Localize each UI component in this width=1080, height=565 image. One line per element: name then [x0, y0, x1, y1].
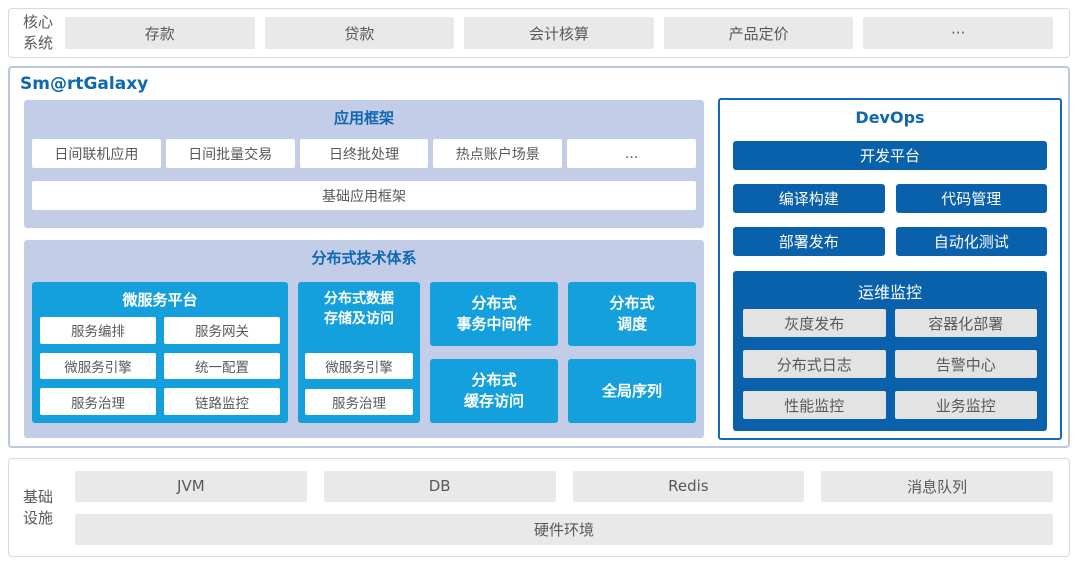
- storage-service-governance: 服务治理: [305, 389, 413, 415]
- cell-line: 事务中间件: [456, 315, 532, 333]
- distributed-data-storage: 分布式数据 存储及访问 微服务引擎 服务治理: [298, 282, 420, 423]
- core-systems-label: 核心系统: [22, 13, 53, 52]
- service-governance: 服务治理: [40, 388, 156, 415]
- smartgalaxy-container: Sm@rtGalaxy 应用框架 日间联机应用 日间批量交易 日终批处理 热点账…: [8, 66, 1070, 448]
- deploy-release: 部署发布: [733, 227, 885, 256]
- ops-monitoring-grid: 灰度发布 容器化部署 分布式日志 告警中心 性能监控 业务监控: [743, 309, 1037, 419]
- dev-platform: 开发平台: [733, 141, 1047, 170]
- distributed-logging: 分布式日志: [743, 350, 886, 378]
- build-compile: 编译构建: [733, 184, 885, 213]
- core-system-loan: 贷款: [264, 17, 455, 49]
- distributed-transaction-middleware: 分布式 事务中间件: [430, 282, 558, 346]
- core-systems-bar: 核心系统 存款 贷款 会计核算 产品定价 ···: [8, 8, 1070, 58]
- infra-hardware-env: 硬件环境: [75, 513, 1053, 545]
- microservice-platform-title: 微服务平台: [122, 291, 198, 309]
- code-management: 代码管理: [895, 184, 1047, 213]
- service-gateway: 服务网关: [164, 317, 280, 344]
- devops-title: DevOps: [855, 108, 925, 127]
- storage-items: 微服务引擎 服务治理: [305, 353, 413, 415]
- distributed-data-storage-title: 分布式数据 存储及访问: [305, 286, 413, 329]
- unified-config: 统一配置: [164, 352, 280, 380]
- gray-release: 灰度发布: [743, 309, 886, 337]
- business-monitoring: 业务监控: [894, 391, 1037, 419]
- distributed-grid: 微服务平台 服务编排 服务网关 微服务引擎 统一配置 服务治理 链路监控 分布式…: [32, 282, 696, 423]
- app-framework-panel: 应用框架 日间联机应用 日间批量交易 日终批处理 热点账户场景 ... 基础应用…: [24, 100, 704, 228]
- performance-monitoring: 性能监控: [743, 391, 886, 419]
- smartgalaxy-title: Sm@rtGalaxy: [20, 74, 149, 94]
- alert-center: 告警中心: [894, 350, 1037, 378]
- app-eod-batch: 日终批处理: [299, 139, 429, 168]
- infra-message-queue: 消息队列: [821, 470, 1053, 502]
- distributed-scheduling: 分布式 调度: [568, 282, 696, 346]
- ops-monitoring-title: 运维监控: [857, 283, 922, 302]
- core-system-deposit: 存款: [65, 17, 255, 49]
- infrastructure-bar: 基础设施 JVM DB Redis 消息队列 硬件环境: [8, 458, 1070, 557]
- app-base-framework: 基础应用框架: [32, 181, 696, 210]
- cell-line: 分布式: [609, 294, 655, 312]
- cell-line: 缓存访问: [463, 392, 524, 410]
- cell-line: 全局序列: [601, 381, 662, 400]
- infra-db: DB: [323, 470, 556, 502]
- app-hot-account: 热点账户场景: [433, 139, 563, 168]
- cell-line: 分布式: [471, 294, 517, 312]
- microservice-platform: 微服务平台 服务编排 服务网关 微服务引擎 统一配置 服务治理 链路监控: [32, 282, 288, 423]
- app-framework-title: 应用框架: [333, 109, 394, 127]
- infrastructure-label: 基础设施: [22, 487, 53, 527]
- automated-testing: 自动化测试: [895, 227, 1047, 256]
- cell-line: 分布式: [471, 371, 517, 389]
- infra-redis: Redis: [572, 470, 805, 502]
- app-more: ...: [567, 139, 696, 168]
- distributed-title: 分布式技术体系: [311, 249, 417, 267]
- storage-title-line1: 分布式数据: [324, 291, 394, 307]
- distributed-panel: 分布式技术体系 微服务平台 服务编排 服务网关 微服务引擎 统一配置 服务治理 …: [24, 240, 704, 438]
- infrastructure-row: JVM DB Redis 消息队列: [75, 470, 1053, 502]
- link-monitoring: 链路监控: [164, 388, 280, 415]
- ops-monitoring-panel: 运维监控 灰度发布 容器化部署 分布式日志 告警中心 性能监控 业务监控: [733, 271, 1047, 431]
- app-daytime-batch: 日间批量交易: [165, 139, 295, 168]
- core-system-pricing: 产品定价: [663, 17, 854, 49]
- infrastructure-content: JVM DB Redis 消息队列 硬件环境: [75, 470, 1053, 545]
- microservice-grid: 服务编排 服务网关 微服务引擎 统一配置 服务治理 链路监控: [40, 317, 280, 415]
- devops-tools-grid: 编译构建 代码管理 部署发布 自动化测试: [733, 184, 1047, 256]
- microservice-engine: 微服务引擎: [40, 352, 156, 380]
- storage-microservice-engine: 微服务引擎: [305, 353, 413, 379]
- core-system-more: ···: [863, 17, 1053, 49]
- cell-line: 调度: [616, 315, 647, 333]
- storage-title-line2: 存储及访问: [324, 310, 394, 327]
- distributed-cache-access: 分布式 缓存访问: [430, 359, 558, 423]
- service-orchestration: 服务编排: [40, 317, 156, 344]
- global-sequence: 全局序列: [568, 359, 696, 423]
- app-daytime-online: 日间联机应用: [32, 139, 161, 168]
- core-system-accounting: 会计核算: [464, 17, 654, 49]
- infra-jvm: JVM: [75, 470, 307, 502]
- devops-panel: DevOps 开发平台 编译构建 代码管理 部署发布 自动化测试 运维监控 灰度…: [718, 98, 1062, 440]
- app-framework-row: 日间联机应用 日间批量交易 日终批处理 热点账户场景 ...: [24, 139, 704, 168]
- container-deployment: 容器化部署: [894, 309, 1037, 337]
